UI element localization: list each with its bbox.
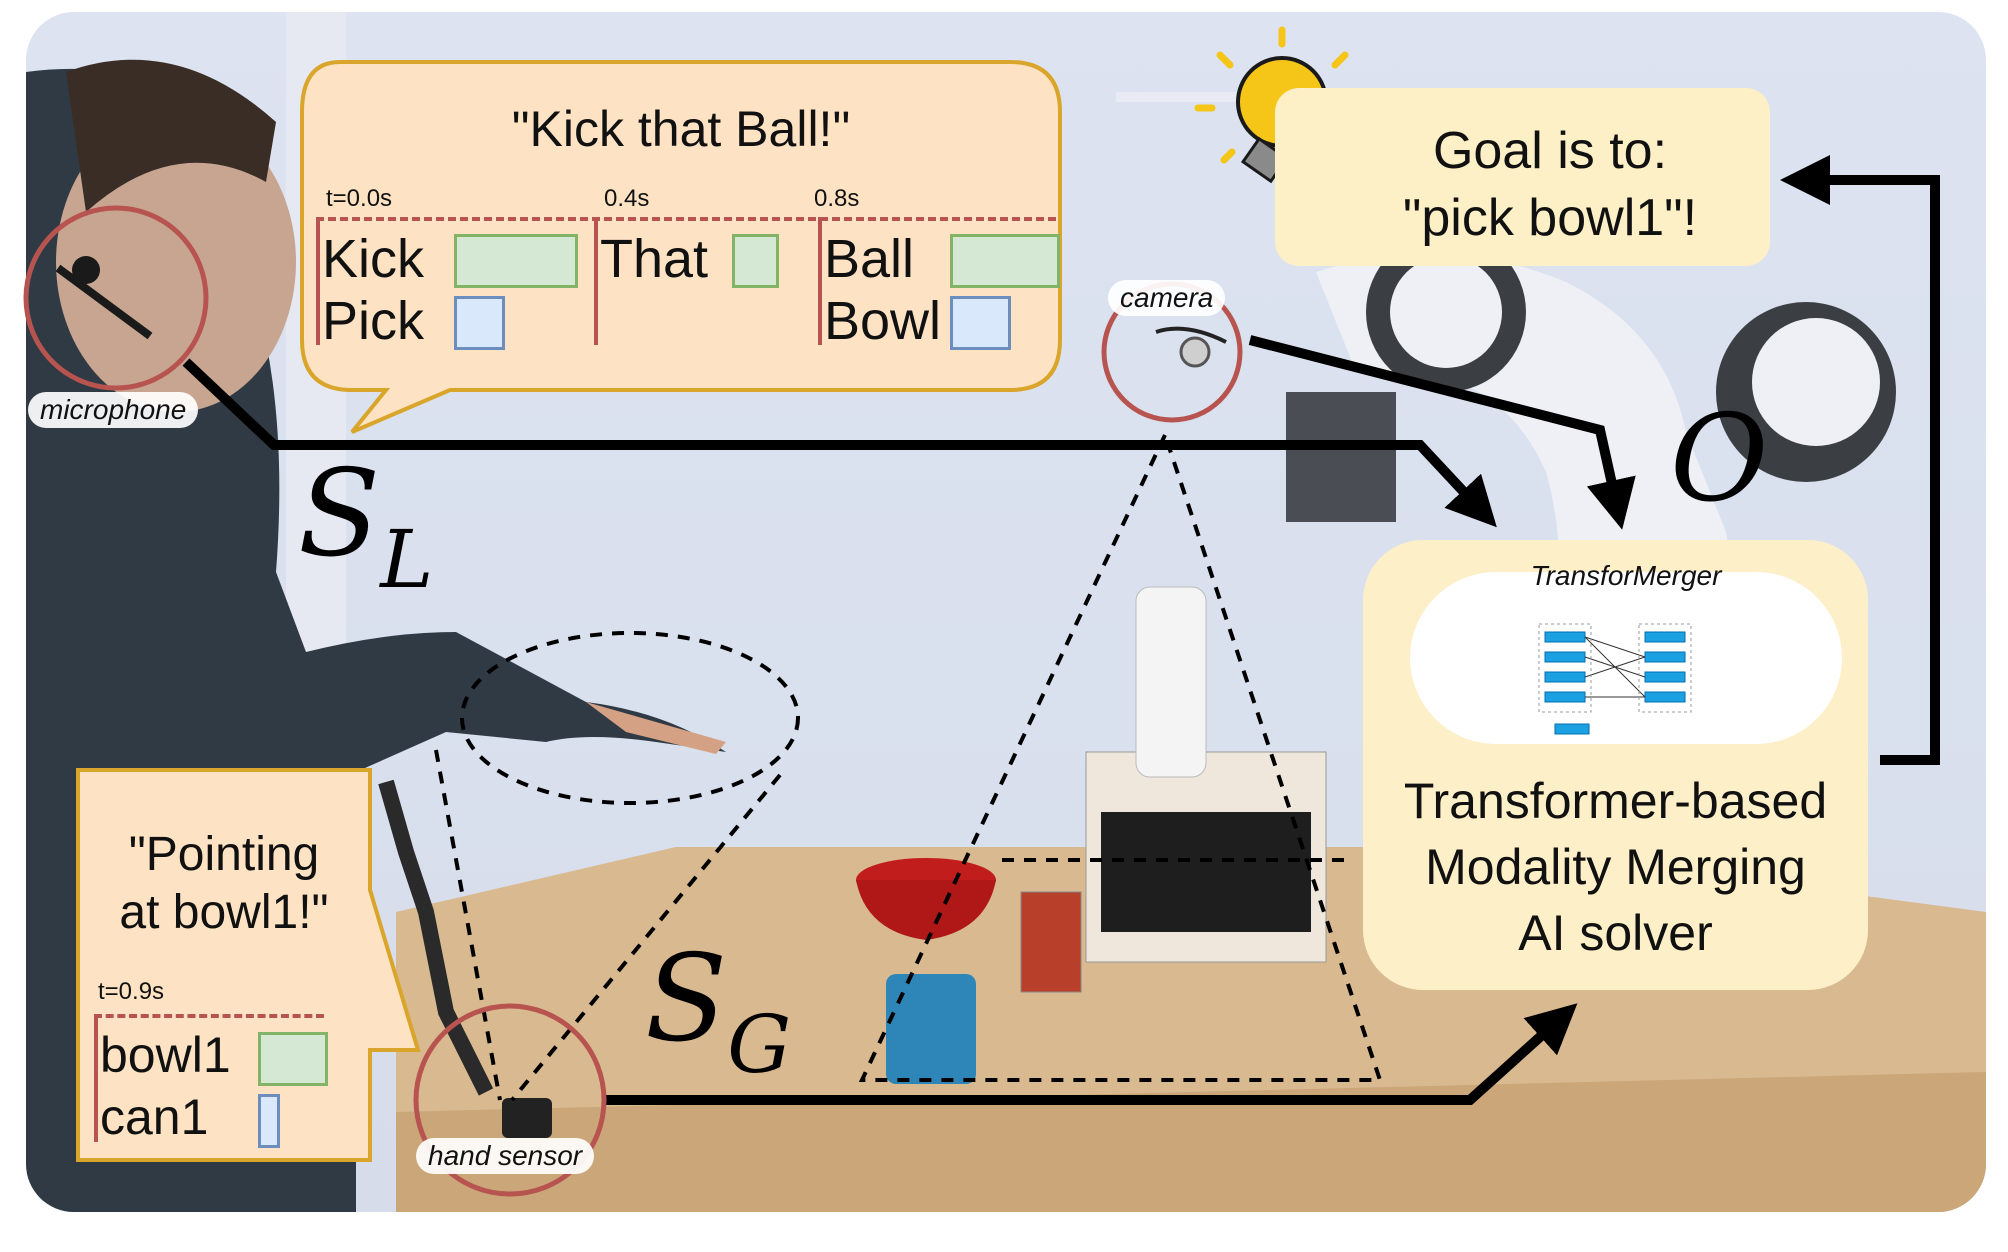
speech-bar-bottom — [950, 296, 1011, 350]
speech-column-divider — [818, 217, 822, 345]
solver-line3: AI solver — [1518, 905, 1713, 961]
goal-text: Goal is to: "pick bowl1"! — [1330, 118, 1770, 251]
model-name: TransforMerger — [1530, 560, 1722, 591]
speech-column-divider — [316, 217, 320, 345]
goal-line2: "pick bowl1"! — [1402, 188, 1698, 247]
gesture-divider — [94, 1014, 98, 1142]
microphone-highlight — [23, 205, 209, 391]
gesture-word: can1 — [100, 1089, 209, 1145]
microphone-label: microphone — [28, 392, 199, 428]
gesture-time-tick: t=0.9s — [98, 978, 165, 1005]
speech-bar-top — [732, 234, 779, 288]
blue-mug — [886, 974, 976, 1084]
pointing-region — [460, 631, 800, 805]
speech-column-divider — [594, 217, 598, 345]
speech-word-bottom: Bowl — [824, 291, 942, 351]
gesture-axis — [94, 1014, 324, 1018]
camera-label: camera — [1108, 280, 1226, 316]
speech-time-tick: t=0.0s — [326, 185, 393, 212]
goal-line1: Goal is to: — [1432, 122, 1668, 180]
earpiece-bud — [72, 256, 100, 284]
speech-word-top: That — [600, 229, 709, 289]
speech-time-tick: 0.4s — [604, 185, 650, 212]
speech-word-top: Kick — [322, 229, 425, 289]
speech-bar-bottom — [454, 296, 505, 350]
speech-word-bottom: Pick — [322, 291, 425, 351]
hand-sensor-highlight — [413, 1003, 607, 1197]
pointing-ray-left — [434, 749, 502, 1101]
solver-line2: Modality Merging — [1425, 839, 1806, 895]
gesture-quote-line1: "Pointing — [128, 828, 320, 881]
robot-joint-1-cap — [1390, 256, 1502, 368]
gesture-bar — [258, 1094, 280, 1148]
robot-gripper — [1286, 392, 1396, 522]
camera-field-of-view — [858, 429, 1383, 1082]
box-tray — [1101, 812, 1311, 932]
s-l-main: S — [298, 445, 381, 584]
goal-box — [1275, 88, 1770, 266]
camera-device-icon — [1179, 336, 1211, 368]
speech-time-tick: 0.8s — [814, 185, 860, 212]
gesture-quote: "Pointing at bowl1!" — [78, 826, 370, 941]
can — [1020, 891, 1082, 993]
s-l-sub: L — [380, 513, 434, 606]
gesture-quote-line2: at bowl1!" — [119, 885, 329, 939]
s-g-symbol: SG — [645, 930, 791, 1091]
transformer-model-panel — [1410, 572, 1842, 744]
earpiece-icon — [55, 264, 153, 340]
arrow-camera-to-solver — [1248, 335, 1636, 530]
robot-joint-2-cap — [1752, 318, 1880, 446]
speech-quote: "Kick that Ball!" — [511, 101, 851, 157]
arrow-solver-to-goal — [1780, 155, 1940, 765]
speech-bar-top — [454, 234, 578, 288]
s-g-sub: G — [727, 998, 792, 1091]
s-l-symbol: SL — [298, 445, 433, 606]
camera-cable — [1155, 326, 1227, 344]
transformer-diagram-icon — [1538, 623, 1692, 735]
speech-axis — [316, 217, 1056, 221]
hand-sensor-label: hand sensor — [416, 1138, 595, 1174]
hand-sensor-device — [502, 1098, 552, 1138]
arrow-sensor-to-solver — [605, 1003, 1578, 1105]
arrow-microphone-to-solver — [182, 358, 1497, 528]
s-g-main: S — [645, 930, 728, 1069]
gesture-bar — [258, 1032, 328, 1086]
sensor-stand — [378, 779, 494, 1096]
table-edge — [396, 1072, 1986, 1212]
speech-word-top: Ball — [824, 229, 915, 289]
pointing-hand — [586, 702, 726, 754]
gesture-word: bowl1 — [100, 1027, 231, 1083]
solver-line1: Transformer-based — [1403, 773, 1828, 829]
pointing-ray-right — [510, 773, 782, 1102]
bottle — [1135, 586, 1207, 778]
person-hair — [66, 59, 276, 212]
o-symbol: O — [1670, 390, 1769, 529]
speech-bar-top — [950, 234, 1060, 288]
solver-text: Transformer-based Modality Merging AI so… — [1363, 768, 1868, 966]
red-bowl-body — [856, 880, 996, 940]
